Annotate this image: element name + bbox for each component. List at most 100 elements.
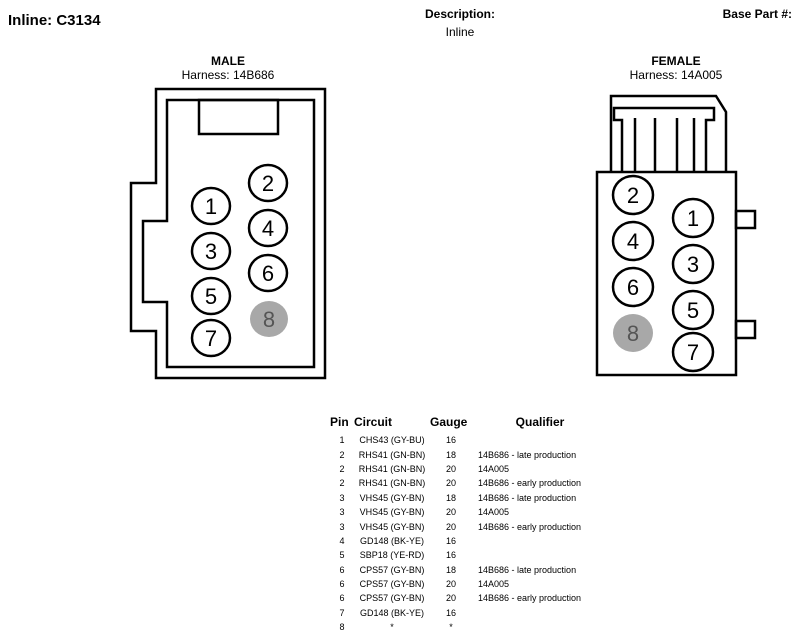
- cell-circuit: VHS45 (GY-BN): [359, 521, 425, 532]
- cell-circuit: VHS45 (GY-BN): [359, 492, 425, 503]
- male-pin-label: 7: [205, 326, 217, 351]
- description-value: Inline: [445, 25, 475, 39]
- female-pin-circle: [611, 174, 655, 216]
- cell-gauge: 16: [445, 535, 456, 546]
- male-pin-label: 8: [263, 307, 275, 332]
- male-connector-inner-outline: [141, 98, 316, 369]
- cell-gauge: 20: [445, 478, 456, 489]
- female-pin-circle: [611, 266, 655, 308]
- male-connector-outline: [129, 87, 327, 380]
- male-pin-4: 4: [247, 208, 289, 248]
- cell-qualifier: 14B686 - early production: [478, 521, 582, 532]
- male-pin-8: 8: [250, 301, 288, 337]
- female-pin-label: 1: [687, 206, 699, 231]
- cell-qualifier: 14A005: [478, 463, 510, 474]
- cell-qualifier: [472, 548, 608, 562]
- cell-gauge: 18: [445, 564, 456, 575]
- male-pin-label: 4: [262, 216, 274, 241]
- male-pin-circle: [190, 318, 232, 358]
- female-pin-8: 8: [613, 314, 653, 352]
- female-pin-4: 4: [611, 220, 655, 262]
- male-pin-1: 1: [190, 186, 232, 226]
- cell-pin: 8: [339, 622, 345, 633]
- cell-circuit: *: [390, 622, 394, 633]
- female-pin-label: 2: [627, 183, 639, 208]
- male-pin-circle: [247, 163, 289, 203]
- female-pin-circle: [671, 243, 715, 285]
- female-pin-label: 4: [627, 229, 639, 254]
- cell-gauge: *: [449, 622, 453, 633]
- female-pin-label: 6: [627, 275, 639, 300]
- cell-circuit: GD148 (BK-YE): [359, 607, 425, 618]
- female-pin-2: 2: [611, 174, 655, 216]
- cell-pin: 1: [339, 435, 345, 446]
- column-header-qualifier: Qualifier: [515, 415, 565, 429]
- male-latch: [197, 98, 280, 136]
- cell-pin: 3: [339, 507, 345, 518]
- female-pin-7: 7: [671, 331, 715, 373]
- male-pin-6: 6: [247, 253, 289, 293]
- base-part-label: Base Part #:: [722, 7, 792, 21]
- cell-qualifier: 14B686 - late production: [478, 449, 577, 460]
- cell-qualifier: 14B686 - late production: [478, 492, 577, 503]
- male-pin-label: 1: [205, 194, 217, 219]
- female-key-bottom: [734, 319, 757, 340]
- female-pin-label: 3: [687, 252, 699, 277]
- male-pin-circle: [190, 186, 232, 226]
- female-pin-circle: [671, 331, 715, 373]
- male-pin-label: 2: [262, 171, 274, 196]
- female-pin-3: 3: [671, 243, 715, 285]
- table-header-row: Pin Circuit Gauge Qualifier: [330, 415, 608, 433]
- cell-circuit: CPS57 (GY-BN): [359, 564, 425, 575]
- male-pin-2: 2: [247, 163, 289, 203]
- male-pin-7: 7: [190, 318, 232, 358]
- cell-gauge: 16: [445, 607, 456, 618]
- column-header-circuit: Circuit: [354, 415, 393, 429]
- female-pin-6: 6: [611, 266, 655, 308]
- cell-circuit: GD148 (BK-YE): [359, 535, 425, 546]
- cell-circuit: VHS45 (GY-BN): [359, 507, 425, 518]
- male-pin-label: 5: [205, 284, 217, 309]
- male-pin-circle: [247, 208, 289, 248]
- female-pin-circle: [613, 314, 653, 352]
- male-view-title: MALE: [211, 54, 245, 68]
- female-pin-1: 1: [671, 197, 715, 239]
- cell-qualifier: [472, 433, 608, 447]
- male-view-heading: MALE Harness: 14B686: [148, 54, 308, 82]
- description-label: Description:: [424, 7, 495, 21]
- cell-pin: 5: [339, 550, 345, 561]
- cell-gauge: 20: [445, 593, 456, 604]
- cell-pin: 7: [339, 607, 345, 618]
- male-pin-5: 5: [190, 276, 232, 316]
- cell-pin: 3: [339, 492, 345, 503]
- table-row: 3 VHS45 (GY-BN) 20 14B686 - early productio…: [330, 519, 608, 533]
- cell-pin: 2: [339, 478, 345, 489]
- cell-qualifier: [472, 620, 608, 634]
- female-pin-circle: [671, 197, 715, 239]
- cell-qualifier: [472, 606, 608, 620]
- cell-gauge: 20: [445, 521, 456, 532]
- cell-qualifier: 14A005: [478, 507, 510, 518]
- female-connector-body: [595, 170, 738, 377]
- female-key-top: [734, 209, 757, 230]
- cell-gauge: 16: [445, 550, 456, 561]
- female-pin-label: 5: [687, 298, 699, 323]
- table-row: 7 GD148 (BK-YE) 16: [330, 606, 608, 620]
- cell-circuit: CPS57 (GY-BN): [359, 579, 425, 590]
- cell-gauge: 18: [445, 449, 456, 460]
- cell-pin: 3: [339, 521, 345, 532]
- cell-circuit: RHS41 (GN-BN): [358, 463, 426, 474]
- male-pin-circle: [250, 301, 288, 337]
